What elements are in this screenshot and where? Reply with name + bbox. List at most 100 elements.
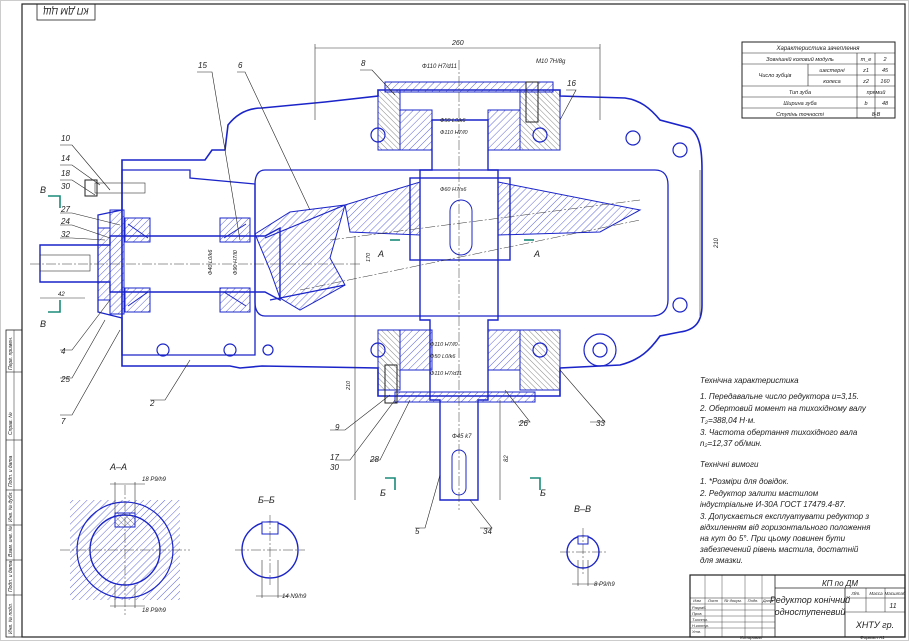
dim-phi110c: Ф110 Н7/l0 (430, 342, 458, 348)
input-key (39, 254, 91, 272)
callout-33: 33 (596, 419, 605, 428)
spec-row1-val: 2 (882, 57, 886, 63)
tech-req-line-5: відхиленням від горизонтального положенн… (700, 523, 871, 532)
callout-15: 15 (198, 61, 207, 70)
callout-10: 10 (61, 134, 70, 143)
spec-row2-sym: z1 (862, 68, 869, 74)
tb-header-1: Літ. (850, 591, 860, 596)
spec-row3-sub: колеса (823, 79, 840, 85)
section-bb-dim1: 14 N9/h9 (282, 594, 307, 600)
strip-label-7: Инв. № подл. (8, 603, 14, 634)
spec-row5-name: Ширина зуба (783, 101, 816, 107)
dim-phi90: Ф90 Н7/l0 (233, 249, 239, 275)
tb-name1: Редуктор конічний (770, 595, 850, 605)
tb-name2: одноступеневий (775, 607, 846, 617)
section-bb-label: Б–Б (258, 495, 275, 505)
spec-row5-sym: b (864, 101, 867, 107)
spec-row1-sym: m_e (861, 57, 872, 63)
callout-18: 18 (61, 169, 70, 178)
tech-char-line-1: 1. Передавальне число редуктора u=3,15. (700, 392, 859, 401)
spec-title: Характеристика зачеплення (775, 46, 860, 52)
top-stamp: КП ДМ ЦЩ (36, 3, 96, 21)
bevel-wheel-left (344, 181, 421, 236)
wheel-hub (409, 177, 511, 261)
callout-30b: 30 (330, 463, 339, 472)
section-vv-dim1: 8 P9/h9 (594, 582, 615, 588)
tech-char-line-4: 3. Частота обертання тихохідного вала (700, 428, 858, 437)
spec-row4-name: Тип зуба (789, 90, 811, 96)
strip-label-4: Инв. № дубл. (8, 491, 14, 522)
dim-210: 210 (714, 237, 720, 249)
callout-26: 26 (518, 419, 528, 428)
callout-24: 24 (60, 217, 70, 226)
tech-char-line-2: 2. Обертовий момент на тихохідному валу (699, 404, 867, 413)
strip-label-2: Справ. № (8, 412, 14, 435)
dim-phi60: Ф60 Н7/s6 (440, 187, 467, 193)
top-bolt (94, 182, 146, 194)
tech-char-line-3: T₂=388,04 Н·м. (700, 416, 755, 425)
hub-key (449, 199, 473, 256)
tech-req-line-8: для змазки. (700, 556, 743, 565)
bevel-wheel-right (497, 181, 642, 236)
dim-phi45: Ф45 k7 (452, 434, 472, 440)
section-vv-label: В–В (574, 504, 591, 514)
tb-footer-2: Формат A1 (860, 635, 885, 640)
callout-5: 5 (415, 527, 420, 536)
body-bolt-holes (156, 127, 688, 367)
tech-requirements: Технічні вимоги 1. *Розміри для довідок.… (699, 460, 871, 565)
title-block: Изм Лист № докум. Подп. Дата Разраб. Про… (689, 574, 906, 640)
dim-phi110-top: Ф110 Н7/d11 (422, 64, 457, 70)
left-bearing-housing (97, 169, 256, 356)
spec-row3-sym: z2 (862, 79, 869, 85)
output-shaft (419, 119, 499, 501)
drain-plug (384, 364, 398, 404)
m10-bolt (525, 81, 539, 123)
tech-req-line-6: на кут до 5°. При цьому повинен бути (700, 534, 846, 543)
mark-bb-left: Б (380, 488, 386, 498)
gearbox-assembly: 260 Ф110 Н7/d11 М10 7Н/8g Ф50 L0/k6 Ф110… (30, 40, 720, 536)
tb-header-2: Масса (869, 591, 883, 596)
tb-role-4: Н.контр. (692, 623, 709, 628)
section-marks: В В А А Б Б (40, 185, 546, 498)
tb-left-label-2: Лист (707, 598, 719, 603)
top-bolt-head (84, 179, 98, 197)
tb-left-label-5: Дата (762, 598, 774, 603)
leader-lines (60, 69, 606, 529)
housing-outline (121, 89, 703, 397)
spec-row6-name: Ступінь точності (776, 112, 824, 118)
dim-170: 170 (366, 252, 372, 262)
tech-req-line-2: 2. Редуктор залити мастилом (699, 489, 819, 498)
tb-role-3: Т.контр. (692, 617, 708, 622)
spec-row6-val: 8-В (872, 112, 881, 118)
callout-2: 2 (149, 399, 155, 408)
sheet-inner-frame (21, 3, 906, 638)
callout-9: 9 (335, 423, 340, 432)
callout-28: 28 (369, 455, 379, 464)
mark-bb-right: Б (540, 488, 546, 498)
dim-82: 82 (504, 455, 510, 462)
tech-req-title: Технічні вимоги (700, 460, 759, 469)
top-bearings (377, 81, 561, 151)
tech-req-line-7: забезпечений рівень мастила, достатній (699, 545, 859, 554)
housing-cavity (254, 169, 669, 317)
left-flange (109, 209, 125, 315)
mark-a-right: А (533, 249, 540, 259)
callout-32: 32 (61, 230, 70, 239)
strip-label-5: Взам. инв. № (8, 525, 14, 557)
dim-m10: М10 7Н/8g (536, 59, 566, 65)
callout-6: 6 (238, 61, 243, 70)
callout-30: 30 (61, 182, 70, 191)
tb-left-label-3: № докум. (724, 598, 742, 603)
left-bearings (124, 217, 251, 313)
callout-17: 17 (330, 453, 339, 462)
dim-phi40: Ф40 L0/k6 (208, 249, 214, 275)
spec-row2-name: Число зубців (759, 73, 792, 79)
dim-phi50: Ф50 L0/k6 (440, 118, 466, 124)
callout-8: 8 (361, 59, 366, 68)
tech-char-title: Технічна характеристика (700, 376, 799, 385)
section-aa-dim2: 18 P9/h9 (142, 608, 167, 614)
mark-b-top: В (40, 185, 46, 195)
spec-row2-sub: шестерні (819, 68, 845, 74)
spec-row4-val: прямий (867, 89, 886, 96)
